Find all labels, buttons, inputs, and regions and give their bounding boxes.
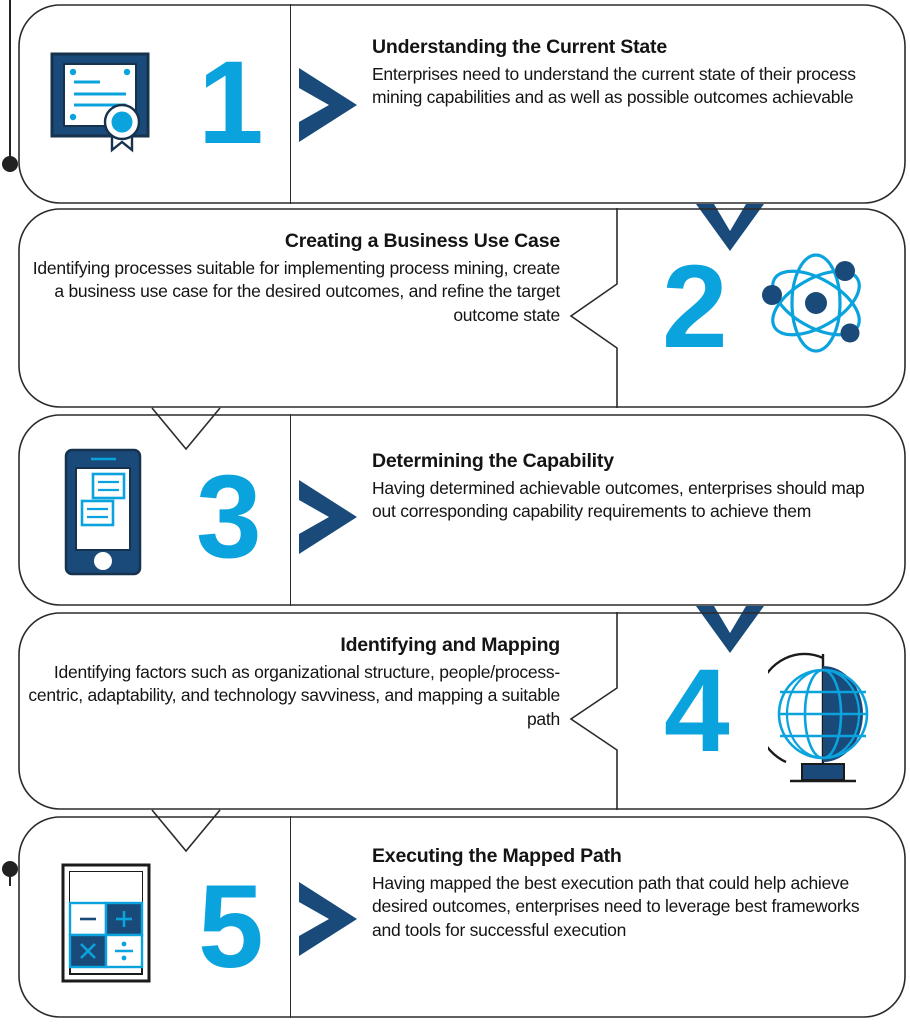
card-5-outline xyxy=(18,816,906,1018)
step-text-4: Identifying and Mapping Identifying fact… xyxy=(28,634,560,731)
step-text-3: Determining the Capability Having determ… xyxy=(372,450,872,524)
step-heading-1: Understanding the Current State xyxy=(372,36,667,58)
chevron-right-icon-1 xyxy=(297,66,359,144)
step-number-5: 5 xyxy=(198,861,264,993)
chevron-right-icon-5 xyxy=(297,880,359,958)
card-5-divider xyxy=(290,816,292,1018)
globe-stand-icon xyxy=(753,652,878,786)
step-heading-4: Identifying and Mapping xyxy=(340,634,560,656)
step-number-3: 3 xyxy=(196,451,262,583)
step-card-4[interactable] xyxy=(18,612,906,810)
step-text-5: Executing the Mapped Path Having mapped … xyxy=(372,845,882,942)
atom-icon xyxy=(757,247,875,359)
step-text-2: Creating a Business Use Case Identifying… xyxy=(28,230,560,327)
card-3-outline xyxy=(18,414,906,606)
card-1-divider xyxy=(290,4,292,204)
step-card-2[interactable] xyxy=(18,208,906,408)
step-heading-3: Determining the Capability xyxy=(372,450,614,472)
calculator-icon xyxy=(58,862,158,984)
connector-3-to-4 xyxy=(694,605,766,655)
rail-dot-bottom xyxy=(2,861,18,877)
step-body-3: Having determined achievable outcomes, e… xyxy=(372,477,865,522)
step-body-2: Identifying processes suitable for imple… xyxy=(32,257,560,325)
step-number-2: 2 xyxy=(662,241,728,373)
card-2-divider xyxy=(568,208,620,408)
smartphone-icon xyxy=(58,448,150,576)
certificate-icon xyxy=(48,50,158,154)
connector-1-to-2 xyxy=(694,203,766,253)
step-number-1: 1 xyxy=(198,37,264,169)
card-3-divider xyxy=(290,414,292,606)
step-heading-2: Creating a Business Use Case xyxy=(284,230,560,252)
step-body-4: Identifying factors such as organization… xyxy=(28,661,560,729)
step-card-5[interactable] xyxy=(18,816,906,1018)
connector-2-to-3 xyxy=(150,407,222,453)
step-heading-5: Executing the Mapped Path xyxy=(372,845,622,867)
card-1-outline xyxy=(18,4,906,204)
step-body-5: Having mapped the best execution path th… xyxy=(372,872,860,940)
step-text-1: Understanding the Current State Enterpri… xyxy=(372,36,872,110)
rail-dot-top xyxy=(2,156,18,172)
step-card-1[interactable] xyxy=(18,4,906,204)
card-4-divider xyxy=(568,612,620,810)
rail-stem-bottom xyxy=(9,874,11,886)
step-number-4: 4 xyxy=(664,645,730,777)
connector-4-to-5 xyxy=(150,809,222,855)
chevron-right-icon-3 xyxy=(297,478,359,556)
rail-stem-top xyxy=(9,0,11,160)
card-4-outline xyxy=(18,612,906,810)
card-2-outline xyxy=(18,208,906,408)
step-body-1: Enterprises need to understand the curre… xyxy=(372,63,856,108)
step-card-3[interactable] xyxy=(18,414,906,606)
